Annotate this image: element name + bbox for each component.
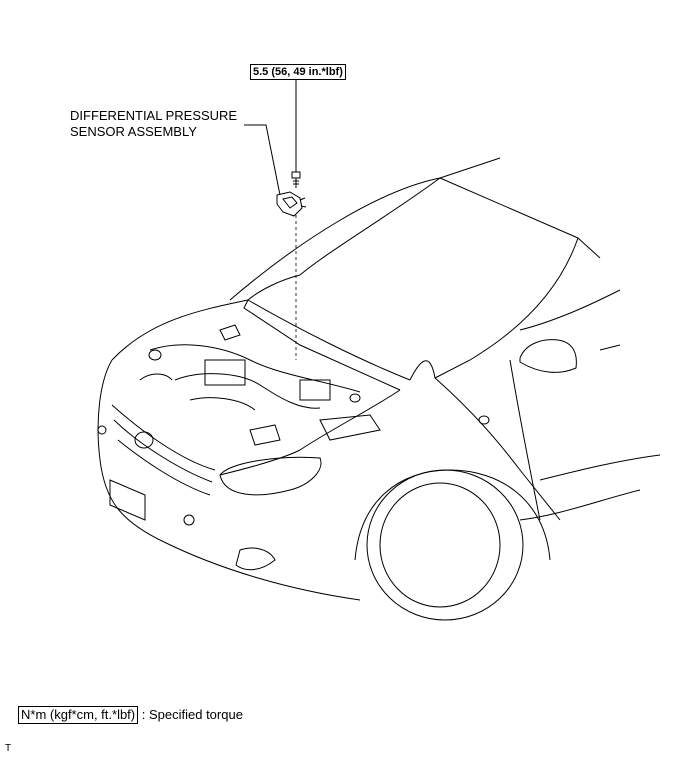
bolt-icon: [291, 171, 301, 188]
corner-mark: T: [5, 743, 12, 754]
part-label: DIFFERENTIAL PRESSURE SENSOR ASSEMBLY: [70, 108, 237, 140]
torque-legend: N*m (kgf*cm, ft.*lbf) : Specified torque: [18, 706, 243, 724]
torque-spec-box: 5.5 (56, 49 in.*lbf): [250, 64, 346, 80]
part-label-line-1: DIFFERENTIAL PRESSURE: [70, 108, 238, 123]
part-leader-line: [244, 124, 281, 196]
legend-unit-box: N*m (kgf*cm, ft.*lbf): [18, 706, 139, 724]
part-label-line-2: SENSOR ASSEMBLY: [70, 124, 197, 139]
legend-description: : Specified torque: [141, 707, 243, 722]
sensor-assembly-icon: [276, 191, 307, 217]
car-body: [97, 157, 661, 621]
